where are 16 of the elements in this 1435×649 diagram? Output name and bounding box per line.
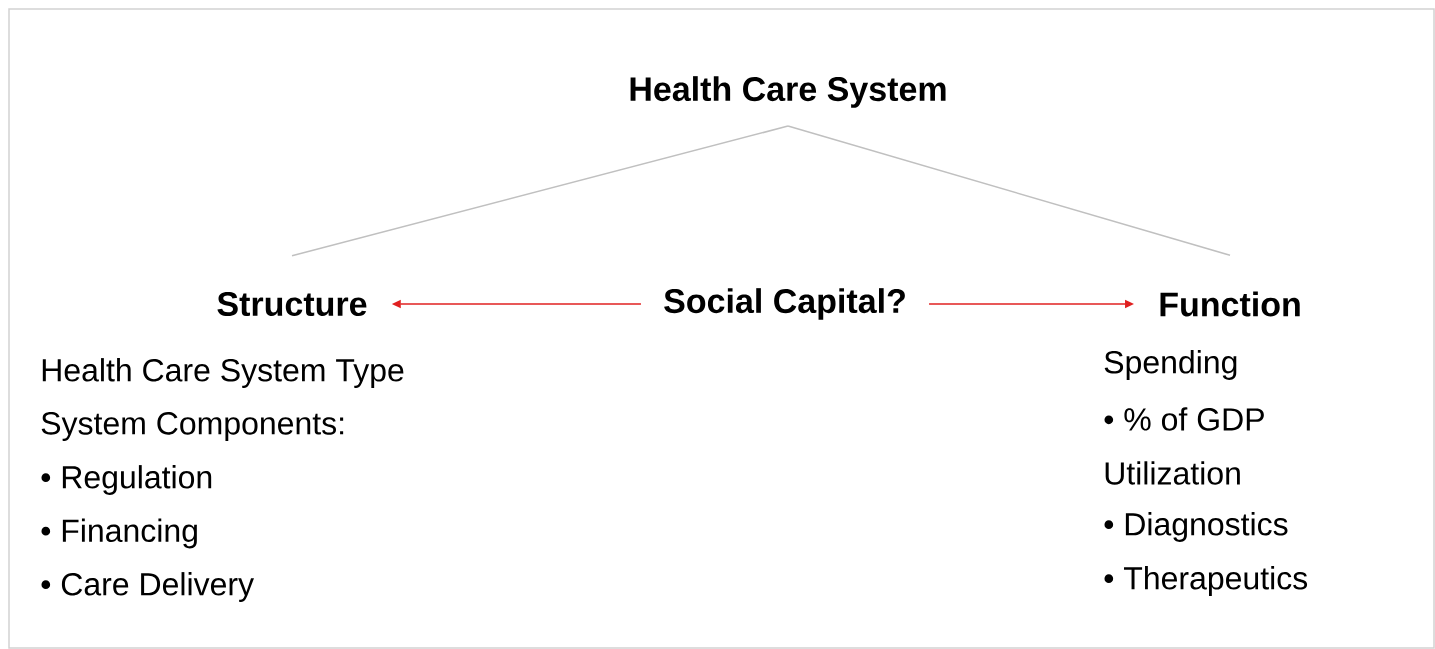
connector-line <box>291 125 789 257</box>
connector-line <box>787 125 1231 257</box>
list-item: • Diagnostics <box>1104 512 1288 542</box>
heading: Function <box>1160 291 1300 317</box>
title: Health Care System <box>630 76 946 108</box>
list-item: System Components: <box>41 412 344 441</box>
list-item: • Care Delivery <box>41 572 254 602</box>
list-item: Health Care System Type <box>42 358 404 388</box>
list-item: • Financing <box>41 518 197 549</box>
list-item: • % of GDP <box>1104 407 1264 431</box>
list-item: Spending <box>1104 350 1237 380</box>
heading: Structure <box>217 291 367 317</box>
heading: Social Capital? <box>664 288 905 320</box>
list-item: • Therapeutics <box>1104 566 1308 596</box>
list-item: • Regulation <box>41 465 212 495</box>
list-item: Utilization <box>1105 461 1240 485</box>
